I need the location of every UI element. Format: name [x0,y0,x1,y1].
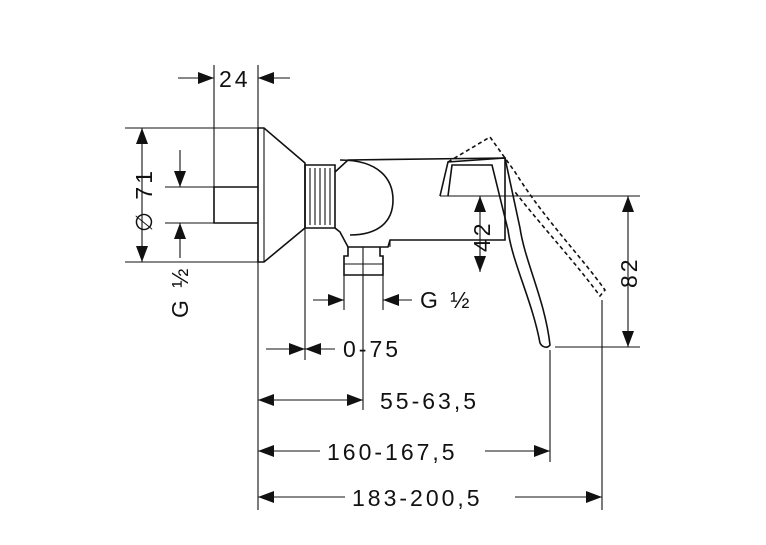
dim-82: 82 [616,196,642,347]
faucet-body [213,127,640,348]
dim-183-label: 183-200,5 [352,485,483,511]
dim-160: 160-167,5 [258,439,550,465]
dim-82-label: 82 [616,256,642,288]
dim-0-75-label: 0-75 [343,336,401,362]
dim-160-label: 160-167,5 [327,439,458,465]
dim-71: ∅ 71 [131,128,157,262]
extension-lines [125,65,640,510]
dim-24-label: 24 [219,66,251,92]
dim-55: 55-63,5 [258,388,479,414]
dim-71-label: ∅ 71 [131,168,157,232]
dim-g-half-left: G ½ [167,150,193,318]
dim-0-75: 0-75 [266,336,401,362]
dim-55-label: 55-63,5 [380,388,479,414]
g-half-left-label: G ½ [167,266,193,318]
dim-24: 24 [178,66,290,92]
g-half-right-label: G ½ [420,287,472,313]
dim-42-label: 42 [469,220,495,252]
dim-g-half-right: G ½ [313,287,472,313]
dim-183: 183-200,5 [258,485,602,511]
dim-42: 42 [469,196,495,272]
